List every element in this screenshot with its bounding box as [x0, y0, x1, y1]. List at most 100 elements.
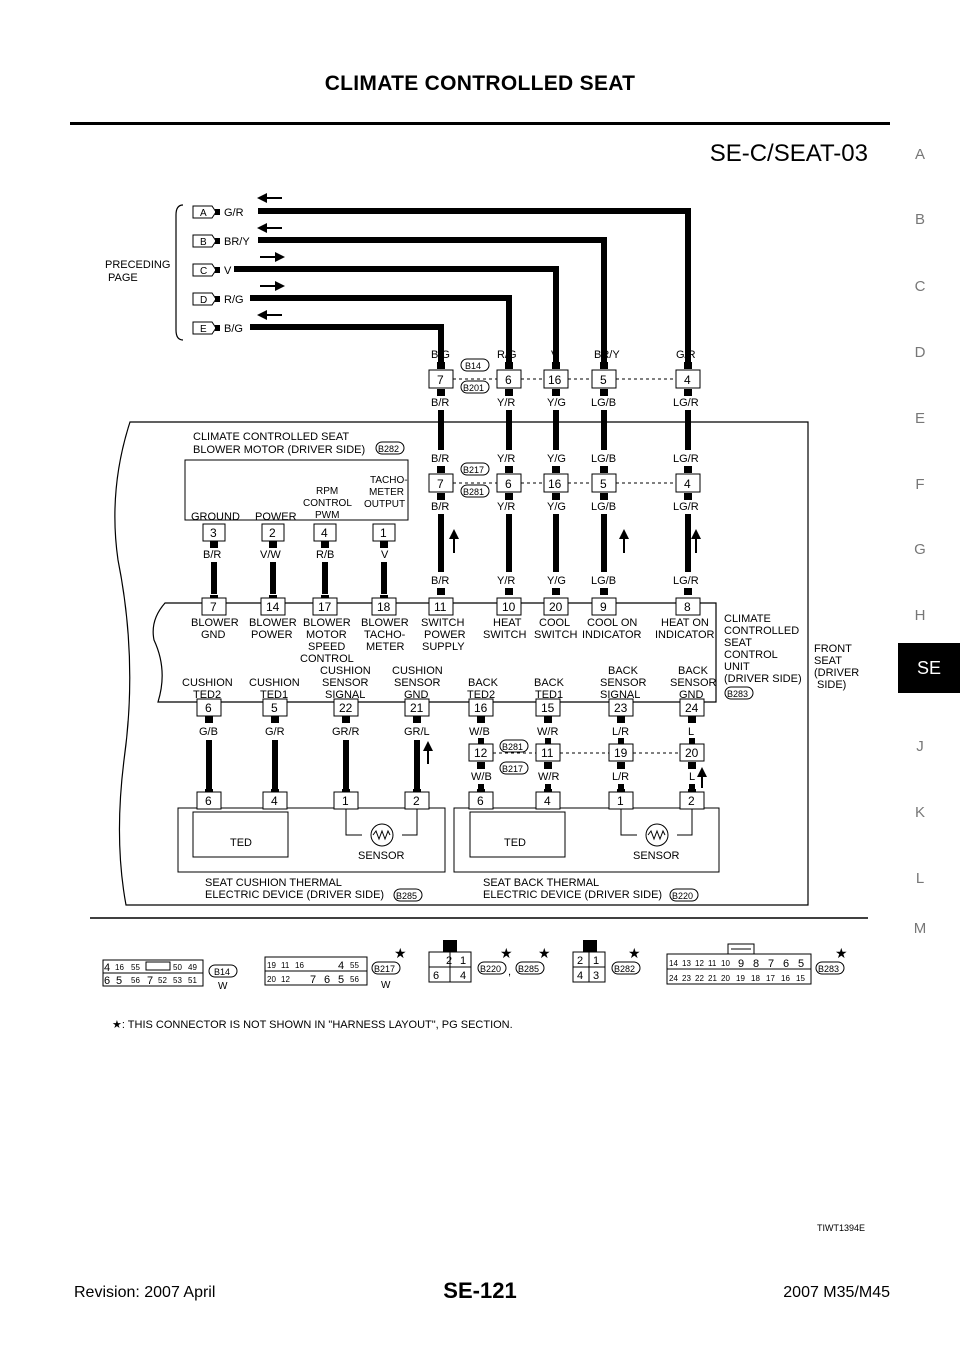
tab-h[interactable]: H [914, 607, 926, 624]
wire-color: L [689, 771, 695, 783]
pin-number: 52 [158, 976, 167, 985]
preceding-bracket [175, 204, 184, 341]
pin-number: 5 [338, 974, 344, 986]
pin-number: 7 [437, 373, 444, 387]
connector-id: B14 [465, 361, 481, 371]
wire-color: R/B [316, 549, 334, 561]
pin-number: 9 [738, 958, 744, 970]
pin-number: 7 [310, 974, 316, 986]
pin-number: 16 [115, 963, 124, 972]
pin-number: 5 [271, 701, 278, 715]
unit-pin-label: POWER [424, 629, 466, 641]
pin-number: 2 [577, 955, 583, 967]
wire-color: BR/Y [594, 349, 620, 361]
tab-e[interactable]: E [914, 410, 925, 427]
tab-j[interactable]: J [916, 738, 924, 755]
unit-pin-label: BLOWER [191, 617, 239, 629]
pin-number: 1 [617, 794, 624, 808]
preceding-ref-b: B BR/Y [192, 223, 607, 362]
unit-pin-label: BLOWER [361, 617, 409, 629]
connector-id: B201 [463, 383, 484, 393]
wire-color: W/R [537, 726, 558, 738]
preceding-ref-color: B/G [224, 323, 243, 335]
tab-a[interactable]: A [914, 146, 925, 163]
tab-c[interactable]: C [914, 278, 926, 295]
tab-b[interactable]: B [914, 211, 925, 228]
wire-color: LG/R [673, 575, 699, 587]
pin-number: 8 [684, 600, 691, 614]
unit-pin-label: GND [404, 689, 429, 701]
wire-color: V/W [260, 549, 281, 561]
pin-number: 18 [751, 974, 760, 983]
model-label: 2007 M35/M45 [783, 1284, 890, 1301]
front-seat-label: FRONT [814, 643, 852, 655]
thermistor-icon [370, 823, 394, 847]
wire-color: L/R [612, 726, 629, 738]
pin-number: 56 [350, 975, 359, 984]
tab-f[interactable]: F [915, 476, 925, 493]
pin-number: 6 [433, 970, 439, 982]
unit-pin-label: BACK [678, 665, 709, 677]
pin-number: 20 [549, 600, 563, 614]
control-unit-lower: CUSHION TED2 CUSHION TED1 CUSHION SENSOR… [182, 665, 717, 738]
unit-pin-label: SUPPLY [422, 641, 465, 653]
pin-number: 4 [460, 970, 466, 982]
back-title: SEAT BACK THERMAL [483, 877, 599, 889]
control-unit-upper: B/R Y/R Y/G LG/B LG/R 7 14 17 18 11 10 2… [152, 575, 859, 703]
unit-pin-label: SENSOR [670, 677, 717, 689]
unit-pin-label: TED2 [193, 689, 221, 701]
connector-face-b282: 2 1 4 3 B282 ★ [572, 940, 641, 983]
unit-pin-label: SENSOR [394, 677, 441, 689]
pin-number: 6 [104, 975, 110, 987]
tab-m[interactable]: M [913, 920, 927, 937]
connector-id: B217 [374, 964, 395, 974]
pin-number: 11 [434, 600, 447, 614]
connector-face-b217: 19 11 16 4 55 20 12 7 6 5 56 B217 W ★ [264, 945, 407, 991]
connector-face-b14: 4 16 55 50 49 6 5 56 7 52 53 51 B14 W [102, 959, 238, 992]
pin-number: 5 [798, 958, 804, 970]
tab-se-active[interactable]: SE [898, 643, 960, 693]
connector-id: B220 [672, 891, 693, 901]
pin-number: 22 [695, 974, 704, 983]
unit-name: (DRIVER SIDE) [724, 673, 802, 685]
pin-number: 11 [708, 959, 717, 968]
terminal-label: POWER [255, 511, 297, 523]
pin-number: 6 [783, 958, 789, 970]
pin-number: 19 [267, 961, 276, 970]
connector-id: B217 [502, 764, 523, 774]
wire-color: GR/L [404, 726, 430, 738]
connector-id: B282 [614, 964, 635, 974]
terminal-label: GROUND [191, 511, 240, 523]
pin-number: 12 [281, 975, 290, 984]
unit-pin-label: TED1 [535, 689, 563, 701]
wire-color: B/R [203, 549, 221, 561]
unit-pin-label: GND [201, 629, 226, 641]
pin-number: 16 [548, 373, 562, 387]
tab-l[interactable]: L [915, 870, 925, 887]
unit-pin-label: COOL ON [587, 617, 637, 629]
wire-color: R/G [497, 349, 517, 361]
front-seat-label: SIDE) [817, 679, 846, 691]
seat-cushion-device: 6 4 1 2 TED SENSOR [177, 789, 446, 873]
wire-color: Y/G [547, 397, 566, 409]
unit-pin-label: SWITCH [421, 617, 464, 629]
pin-number: 12 [695, 959, 704, 968]
pin-number: 6 [324, 974, 330, 986]
pin-number: 4 [577, 970, 583, 982]
ted-label: TED [504, 837, 526, 849]
pin-number: 53 [173, 976, 182, 985]
preceding-ref-color: V [224, 265, 232, 277]
pin-number: 24 [669, 974, 678, 983]
tab-k[interactable]: K [914, 804, 925, 821]
wire-color: Y/R [497, 575, 515, 587]
pin-number: 5 [116, 975, 122, 987]
connector-id: B281 [502, 742, 523, 752]
tab-d[interactable]: D [914, 344, 926, 361]
pin-number: 2 [269, 526, 276, 540]
pin-number: 11 [281, 961, 290, 970]
pin-number: 14 [669, 959, 678, 968]
wire-color: Y/R [497, 397, 515, 409]
preceding-ref-e: E B/G [192, 310, 444, 362]
tab-g[interactable]: G [914, 541, 926, 558]
star-icon: ★ [538, 945, 551, 961]
